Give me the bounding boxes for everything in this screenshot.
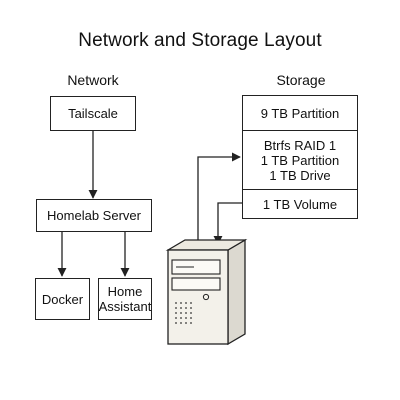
home-assistant-node: Home Assistant [98,278,152,320]
tailscale-node: Tailscale [50,96,136,131]
storage-raid-block: Btrfs RAID 1 1 TB Partition 1 TB Drive [243,131,357,189]
diagram-title: Network and Storage Layout [78,30,322,51]
partition-9tb-label: 9 TB Partition [260,105,340,121]
raid-label: Btrfs RAID 1 1 TB Partition 1 TB Drive [260,137,340,183]
storage-stack: 9 TB Partition Btrfs RAID 1 1 TB Partiti… [242,95,358,219]
storage-partition-9tb: 9 TB Partition [243,96,357,130]
arrow-volume-to-computer [213,202,242,245]
storage-divider [243,189,357,190]
server-tower-icon [165,238,248,346]
storage-volume-1tb: 1 TB Volume [243,190,357,218]
home-assistant-label: Home Assistant [98,284,152,314]
storage-divider [243,130,357,131]
docker-node: Docker [35,278,90,320]
storage-section-label: Storage [276,72,326,88]
volume-1tb-label: 1 TB Volume [262,196,338,212]
arrow-computer-to-raid [197,152,241,244]
homelab-server-node: Homelab Server [36,199,152,232]
tailscale-label: Tailscale [68,106,118,121]
docker-label: Docker [41,291,84,307]
network-section-label: Network [67,72,119,88]
homelab-server-label: Homelab Server [47,208,141,223]
